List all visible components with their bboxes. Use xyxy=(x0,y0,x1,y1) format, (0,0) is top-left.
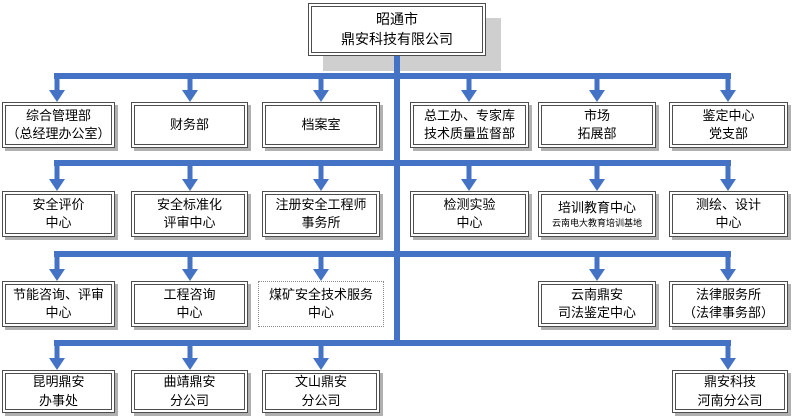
org-box-testing-laboratory-center: 检测实验 中心 xyxy=(410,191,529,237)
org-box-energy-saving-consulting-review-center: 节能咨询、评审 中心 xyxy=(2,281,115,327)
org-box-label: 文山鼎安 分公司 xyxy=(294,374,347,408)
org-box-safety-standardization-review-center: 安全标准化 评审中心 xyxy=(131,191,248,237)
org-box-label: 综合管理部 （总经理办公室） xyxy=(6,107,111,141)
org-box-finance-dept: 财务部 xyxy=(131,102,248,148)
org-box-market-expansion-dept: 市场 拓展部 xyxy=(538,102,656,148)
org-box-safety-evaluation-center: 安全评价 中心 xyxy=(2,191,115,237)
org-box-label: 云南鼎安 司法鉴定中心 xyxy=(557,286,636,320)
org-box-label: 鉴定中心 党支部 xyxy=(702,107,755,141)
org-box-label: 鼎安科技 河南分公司 xyxy=(697,374,763,408)
org-box-wenshan-dingan-branch: 文山鼎安 分公司 xyxy=(262,370,380,413)
org-box-label: 培训教育中心 xyxy=(557,199,636,215)
org-box-dingan-technology-henan-branch: 鼎安科技 河南分公司 xyxy=(672,370,788,413)
org-box-label: 档案室 xyxy=(301,116,341,132)
org-box-label: 工程咨询 中心 xyxy=(163,286,216,320)
org-box-label: 总工办、专家库 技术质量监督部 xyxy=(423,107,515,141)
org-box-subtitle: 云南电大教育培训基地 xyxy=(551,218,642,229)
org-box-chief-engineer-office-quality-supervision: 总工办、专家库 技术质量监督部 xyxy=(410,102,529,148)
org-box-label: 曲靖鼎安 分公司 xyxy=(163,374,216,408)
org-box-label: 安全评价 中心 xyxy=(32,196,85,230)
org-box-engineering-consulting-center: 工程咨询 中心 xyxy=(131,281,248,327)
org-box-label: 测绘、设计 中心 xyxy=(695,196,761,230)
org-box-label: 检测实验 中心 xyxy=(443,196,496,230)
org-box-kunming-dingan-office: 昆明鼎安 办事处 xyxy=(2,370,115,413)
org-box-label: 昭通市 鼎安科技有限公司 xyxy=(341,10,453,47)
org-box-surveying-design-center: 测绘、设计 中心 xyxy=(669,191,788,237)
org-box-archives-room: 档案室 xyxy=(262,102,380,148)
org-box-training-education-center: 培训教育中心 云南电大教育培训基地 xyxy=(538,191,656,237)
org-box-label: 法律服务所 （法律事务部） xyxy=(682,286,774,320)
org-box-label: 市场 拓展部 xyxy=(577,107,617,141)
org-box-registered-safety-engineer-office: 注册安全工程师 事务所 xyxy=(262,191,380,237)
org-box-label: 财务部 xyxy=(169,116,209,132)
org-box-yunnan-dingan-judicial-appraisal-center: 云南鼎安 司法鉴定中心 xyxy=(538,281,656,327)
org-box-coal-mine-safety-technology-service-center: 煤矿安全技术服务 中心 xyxy=(258,281,384,327)
org-box-qujing-dingan-branch: 曲靖鼎安 分公司 xyxy=(131,370,248,413)
org-box-label: 注册安全工程师 事务所 xyxy=(275,196,367,230)
org-box-appraisal-center-party-branch: 鉴定中心 党支部 xyxy=(669,102,788,148)
org-box-label: 昆明鼎安 办事处 xyxy=(32,374,85,408)
org-box-label: 煤矿安全技术服务 中心 xyxy=(268,286,373,320)
org-box-company-root: 昭通市 鼎安科技有限公司 xyxy=(308,3,486,56)
org-box-label: 安全标准化 评审中心 xyxy=(156,196,222,230)
org-box-general-management-dept: 综合管理部 （总经理办公室） xyxy=(2,102,115,148)
org-box-label: 节能咨询、评审 中心 xyxy=(12,286,104,320)
org-box-legal-service-office: 法律服务所 （法律事务部） xyxy=(669,281,788,327)
